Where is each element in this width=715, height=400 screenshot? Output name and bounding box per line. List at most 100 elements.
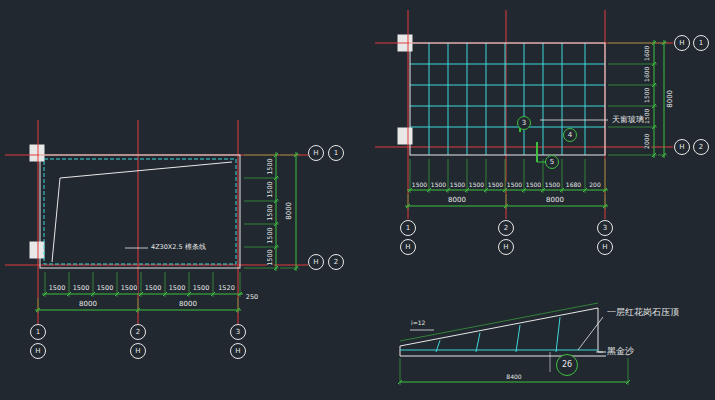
- extension-line: [562, 159, 563, 193]
- leader-line: [540, 120, 608, 121]
- extension-line: [585, 159, 586, 193]
- glass-transom: [410, 127, 605, 128]
- glass-mullion: [486, 43, 487, 155]
- section-hatch: [516, 325, 520, 352]
- dimension-text: 1500: [96, 285, 115, 292]
- extension-line: [244, 155, 279, 156]
- extension-line: [608, 64, 657, 65]
- callout-circle: 4: [563, 128, 577, 142]
- axis-label: H: [503, 244, 508, 251]
- axis-line: [38, 120, 39, 324]
- extension-line: [605, 194, 606, 209]
- dimension-line: [400, 382, 628, 383]
- axis-label: 3: [522, 120, 526, 127]
- dimension-line: [296, 152, 297, 271]
- extension-line: [608, 85, 657, 86]
- axis-label: H: [679, 40, 684, 47]
- dimension-text: 1500: [72, 285, 91, 292]
- extension-line: [658, 155, 667, 156]
- dimension-text: 天窗玻璃: [611, 116, 645, 124]
- extension-line: [550, 352, 551, 372]
- extension-line: [608, 43, 657, 44]
- axis-bubble: H: [400, 239, 416, 255]
- axis-label: H: [313, 259, 318, 266]
- dimension-line: [407, 190, 608, 191]
- extension-line: [45, 272, 46, 297]
- dimension-text: 1500: [266, 180, 273, 199]
- glass-mullion: [524, 43, 525, 155]
- axis-bubble: 1: [400, 220, 416, 236]
- extension-line: [608, 106, 657, 107]
- axis-bubble: H: [230, 343, 246, 359]
- axis-bubble: H: [498, 239, 514, 255]
- purlin-line: [60, 162, 232, 178]
- extension-line: [408, 194, 409, 209]
- dimension-line: [664, 40, 665, 158]
- callout-circle: 3: [517, 116, 531, 130]
- extension-line: [244, 178, 279, 179]
- skylight-outline: [410, 43, 605, 155]
- axis-line: [238, 120, 239, 324]
- dimension-text: 8000: [545, 197, 565, 205]
- slope-arrow: [410, 330, 434, 331]
- glass-mullion: [562, 43, 563, 155]
- axis-label: H: [235, 348, 240, 355]
- axis-bubble: H: [30, 343, 46, 359]
- glass-mullion: [429, 43, 430, 155]
- extension-line: [628, 358, 629, 385]
- axis-bubble: 3: [597, 220, 613, 236]
- dimension-text: 1500: [168, 285, 187, 292]
- dimension-line: [276, 152, 277, 271]
- dimension-text: 8000: [178, 301, 198, 309]
- extension-line: [165, 272, 166, 297]
- axis-bubble: 2: [130, 324, 146, 340]
- leader-line: [125, 248, 148, 249]
- extension-line: [658, 43, 667, 44]
- extension-line: [141, 272, 142, 297]
- glass-transom: [410, 64, 605, 65]
- axis-label: H: [135, 348, 140, 355]
- axis-line: [138, 120, 139, 324]
- roof-outline: [40, 155, 240, 268]
- extension-line: [400, 358, 401, 385]
- dimension-text: 黑金沙: [606, 347, 635, 357]
- extension-line: [280, 155, 299, 156]
- dimension-text: 1520: [217, 285, 236, 292]
- dimension-text: 1500: [544, 182, 561, 189]
- axis-bubble: H: [130, 343, 146, 359]
- axis-line: [408, 10, 409, 219]
- axis-label: 26: [562, 361, 572, 369]
- dimension-text: 8000: [447, 197, 467, 205]
- dimension-text: 200: [588, 182, 601, 189]
- dimension-text: i=12: [410, 320, 426, 327]
- extension-line: [605, 159, 606, 193]
- axis-label: 2: [334, 259, 338, 266]
- section-hatch: [556, 317, 560, 352]
- extension-line: [69, 272, 70, 297]
- glass-mullion: [585, 43, 586, 155]
- axis-label: 2: [699, 144, 703, 151]
- dimension-text: 1500: [192, 285, 211, 292]
- coping-section: [400, 308, 628, 356]
- axis-label: 3: [236, 329, 240, 336]
- axis-label: 1: [406, 225, 410, 232]
- axis-label: 1: [699, 40, 703, 47]
- dimension-text: 8000: [286, 201, 294, 221]
- dimension-text: 1500: [266, 226, 273, 245]
- dimension-text: 1500: [120, 285, 139, 292]
- dimension-text: 1500: [266, 203, 273, 222]
- dimension-text: 1500: [48, 285, 67, 292]
- axis-label: 3: [603, 225, 607, 232]
- extension-line: [93, 272, 94, 297]
- section-mark: [536, 142, 538, 162]
- glass-mullion: [448, 43, 449, 155]
- extension-line: [280, 268, 299, 269]
- axis-label: 5: [550, 159, 554, 166]
- extension-line: [506, 194, 507, 209]
- callout-circle: 26: [556, 354, 578, 376]
- axis-label: H: [679, 144, 684, 151]
- dimension-text: 1500: [266, 157, 273, 176]
- dimension-text: 一层红花岗石压顶: [606, 308, 680, 318]
